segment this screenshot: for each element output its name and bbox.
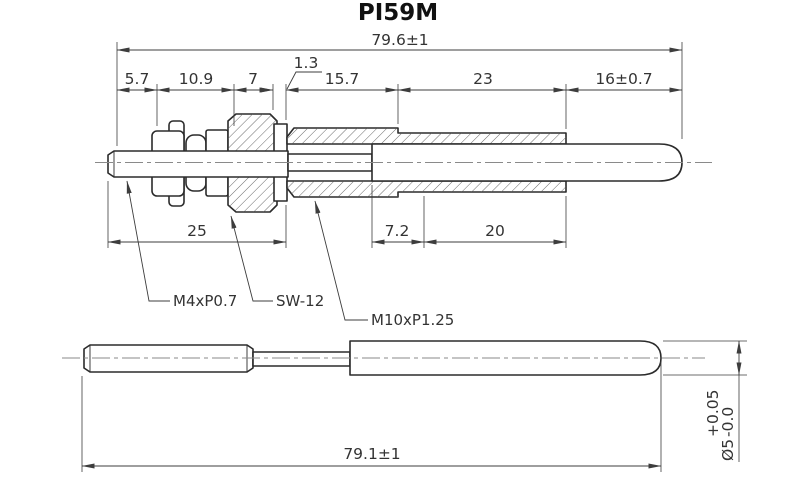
page-title: PI59M: [358, 0, 438, 26]
diameter-minus-tol: -0.0: [719, 407, 737, 437]
callout-sw12: SW-12: [276, 292, 324, 310]
callout-leader-m10: [314, 200, 368, 321]
dim-overall-upper: 79.6±1: [371, 31, 428, 49]
callout-m4: M4xP0.7: [173, 292, 237, 310]
dim-23: 23: [473, 70, 493, 88]
lower-part-shapes: [83, 340, 662, 376]
upper-view: 79.6±1 5.7 10.9 7 1.3 15.7 23 16±0.7 25 …: [95, 31, 712, 329]
terminal-stud: [107, 150, 289, 178]
dim-10-9: 10.9: [179, 70, 214, 88]
dim-overall-lower: 79.1±1: [343, 445, 400, 463]
callout-m10: M10xP1.25: [371, 311, 454, 329]
dim-15-7: 15.7: [325, 70, 360, 88]
upper-part-shapes: [107, 113, 683, 213]
dim-1-3: 1.3: [294, 54, 319, 72]
dim-5-7: 5.7: [125, 70, 150, 88]
callout-leader-m4: [126, 180, 170, 302]
middle-shaft: [252, 351, 351, 367]
dim-7: 7: [248, 70, 258, 88]
dim-7-2: 7.2: [385, 222, 410, 240]
diameter-base: Ø5: [719, 439, 737, 461]
shell-upper-hatch: [287, 128, 566, 144]
shell-lower-hatch: [287, 181, 566, 197]
upper-callouts: M4xP0.7 SW-12 M10xP1.25: [126, 180, 454, 329]
dim-25: 25: [187, 222, 207, 240]
body-cylinder: [83, 344, 254, 373]
dim-1-3-leader: [286, 71, 322, 90]
diameter-plus-tol: +0.05: [704, 390, 722, 438]
diameter-label: Ø5 -0.0 +0.05: [704, 390, 737, 462]
callout-leader-sw12: [230, 215, 273, 302]
dim-20: 20: [485, 222, 505, 240]
lower-dimensions: 79.1±1 Ø5 -0.0 +0.05: [81, 340, 747, 472]
upper-dimensions: 79.6±1 5.7 10.9 7 1.3 15.7 23 16±0.7 25 …: [107, 31, 683, 248]
dim-16: 16±0.7: [595, 70, 652, 88]
lower-view: 79.1±1 Ø5 -0.0 +0.05: [62, 340, 747, 472]
